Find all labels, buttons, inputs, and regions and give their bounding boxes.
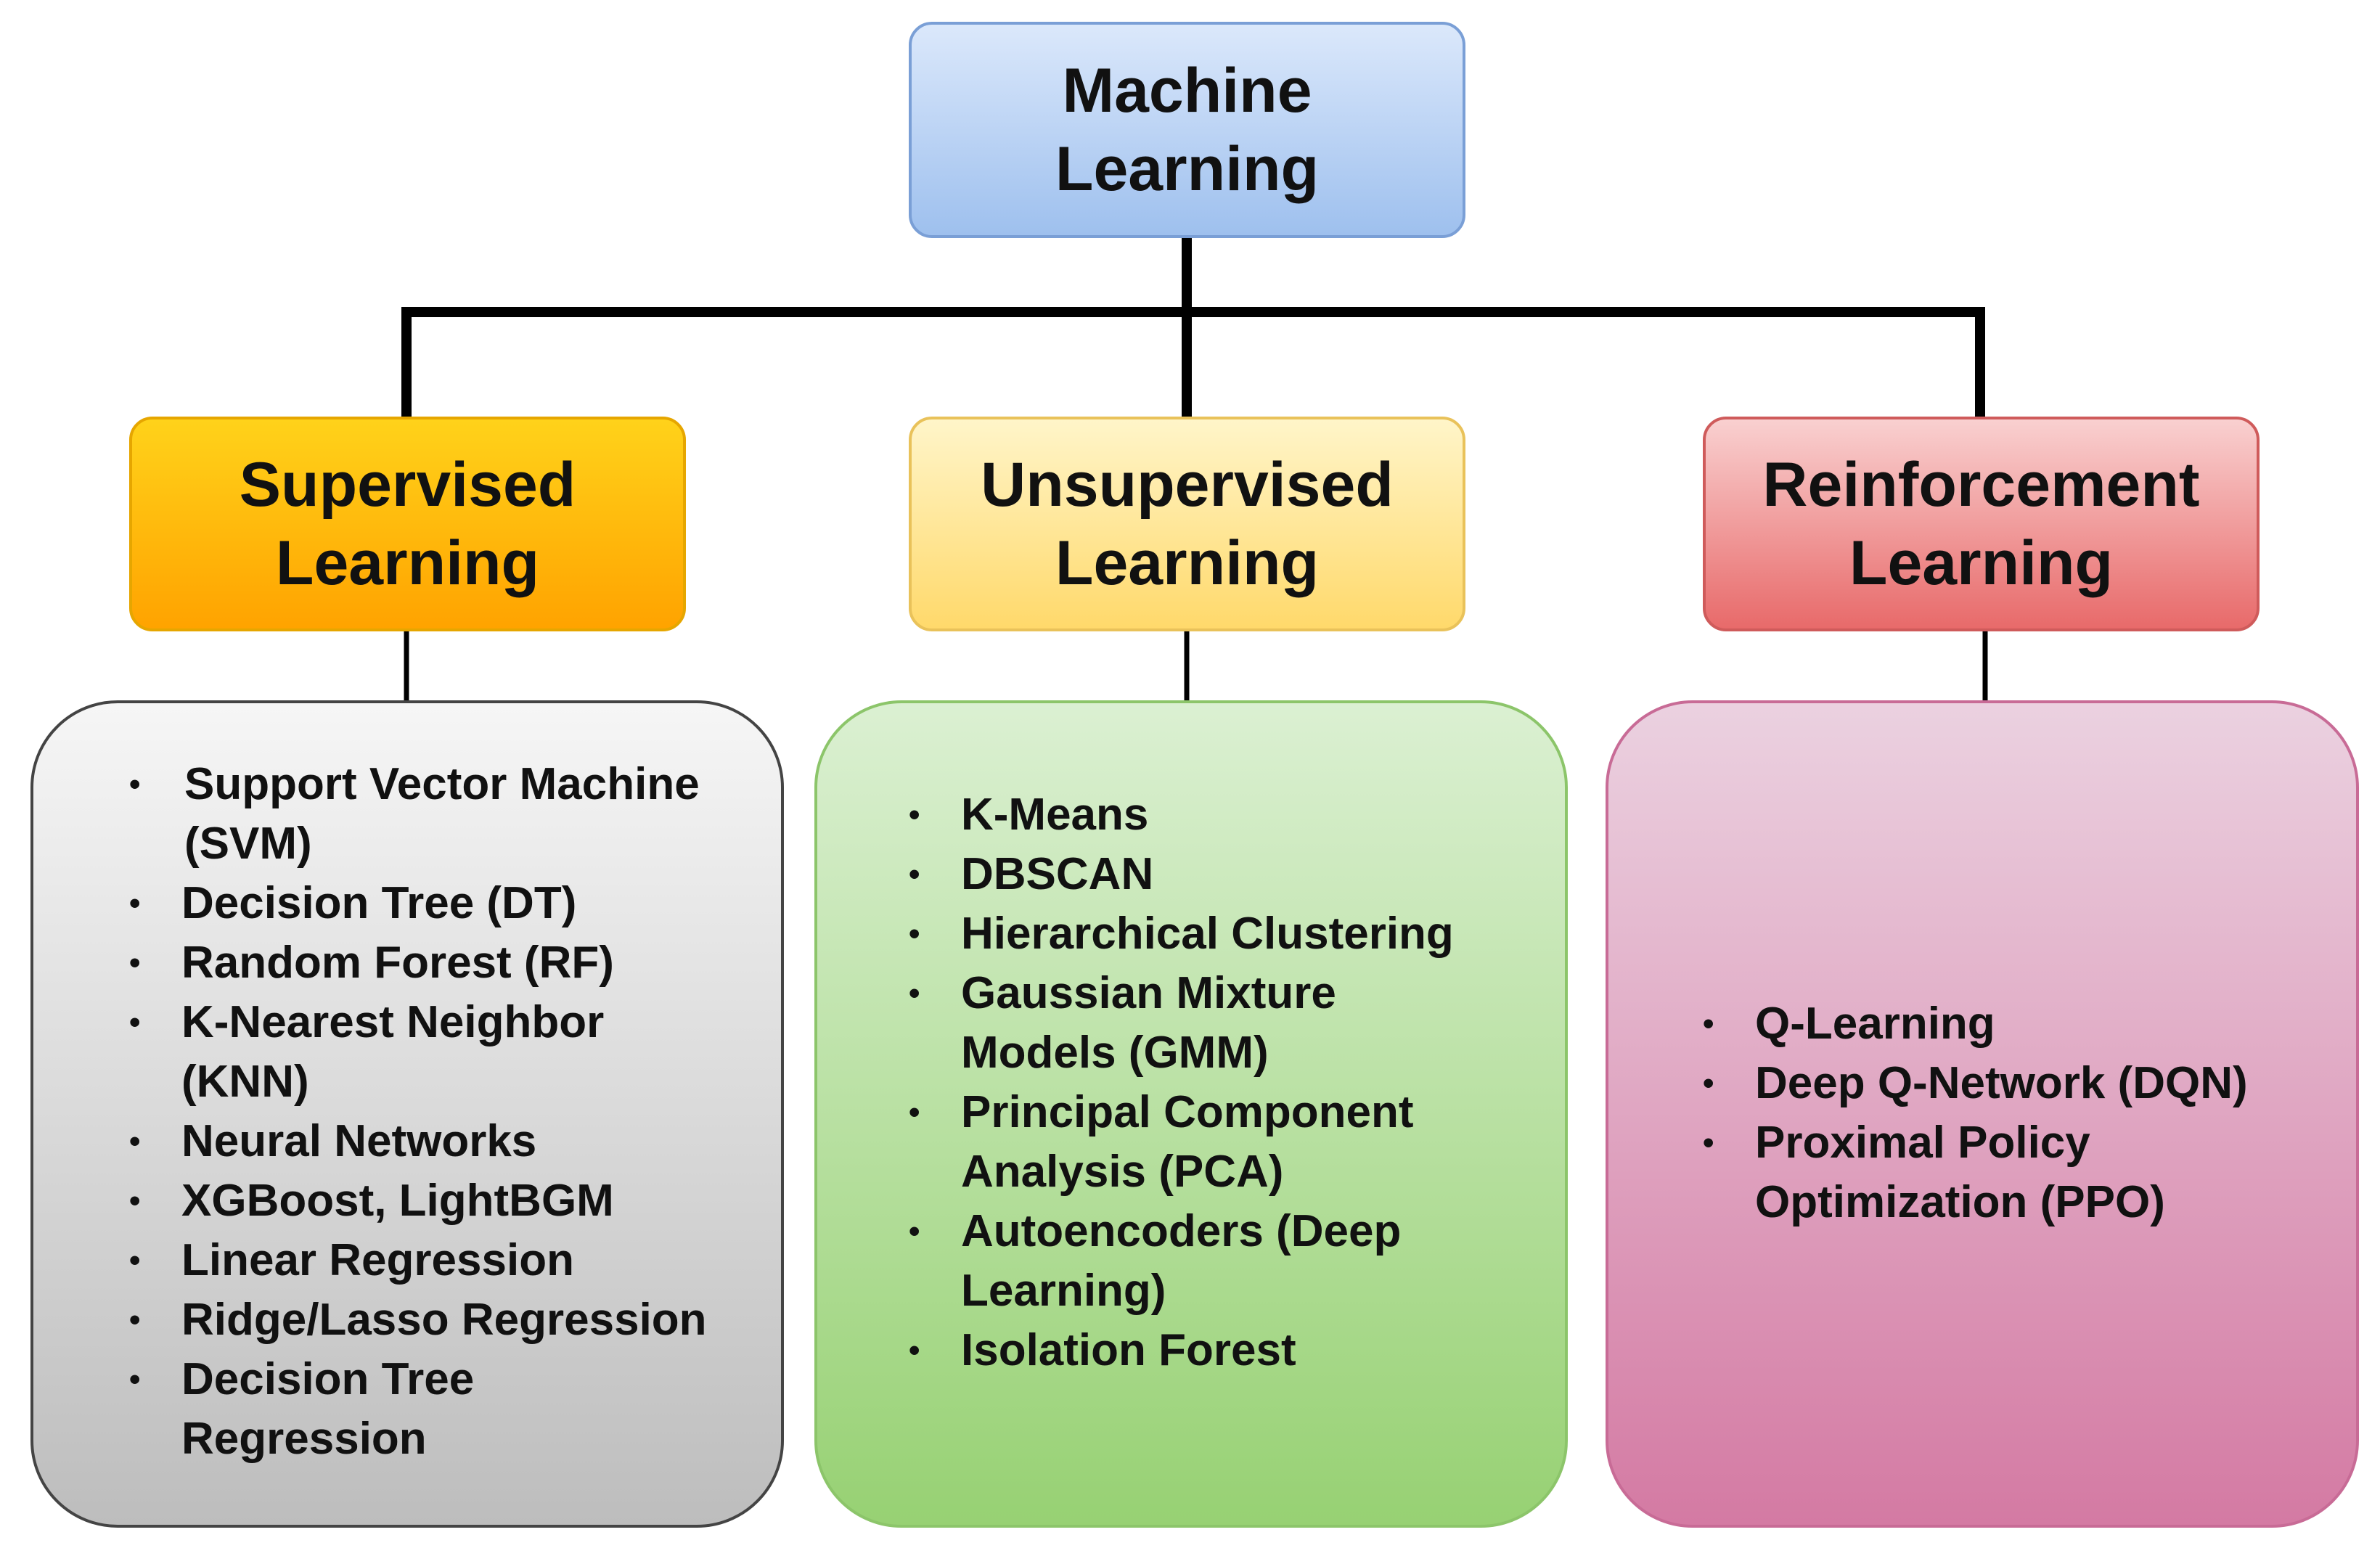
bullet-icon: • — [909, 1332, 920, 1368]
list-item: • K-Nearest Neighbor (KNN) — [129, 993, 782, 1112]
list-item-text: Support Vector Machine — [184, 759, 700, 809]
list-item-text: Deep Q-Network (DQN) — [1755, 1058, 2248, 1108]
category-title-line1: Reinforcement — [1762, 450, 2200, 520]
list-reinforcement-algorithms: • Q-Learning • Deep Q-Network (DQN) • Proxima… — [1703, 994, 2356, 1232]
bullet-icon: • — [909, 856, 920, 892]
panel-supervised-algorithms — [30, 700, 784, 1528]
panel-unsupervised-algorithms — [814, 700, 1568, 1528]
list-item-text-continued: Models (GMM) — [961, 1028, 1269, 1078]
bullet-icon: • — [909, 1094, 920, 1130]
list-item: • Isolation Forest — [909, 1321, 1562, 1380]
list-item: • Neural Networks — [129, 1112, 782, 1171]
list-item-text: Principal Component — [961, 1087, 1414, 1137]
bullet-icon: • — [129, 1123, 141, 1159]
list-item-text-continued: Learning) — [961, 1266, 1166, 1316]
list-item-text: Autoencoders (Deep — [961, 1206, 1402, 1256]
list-item: • K-Means — [909, 785, 1562, 845]
category-node-reinforcement: Reinforcement Learning — [1703, 417, 2260, 631]
list-item-text: Random Forest (RF) — [181, 938, 614, 988]
list-item-text: Proximal Policy — [1755, 1118, 2090, 1168]
list-item-text: Ridge/Lasso Regression — [181, 1295, 707, 1345]
category-title-line2: Learning — [1055, 528, 1320, 598]
list-item-text-continued: Regression — [181, 1414, 427, 1464]
category-title-line1: Supervised — [239, 450, 576, 520]
category-title-line1: Unsupervised — [981, 450, 1394, 520]
list-item-text: Gaussian Mixture — [961, 968, 1336, 1018]
list-item: • Support Vector Machine (SVM) — [129, 755, 782, 874]
list-supervised-algorithms: • Support Vector Machine (SVM) • Decision Tr… — [129, 755, 782, 1469]
bullet-icon: • — [129, 945, 141, 980]
list-item-text: Isolation Forest — [961, 1325, 1296, 1375]
list-item-text-continued: (SVM) — [184, 819, 312, 869]
list-item: • Q-Learning — [1703, 994, 2356, 1054]
list-item-text-continued: (KNN) — [181, 1057, 309, 1107]
list-item: • Decision Tree (DT) — [129, 874, 782, 933]
bullet-icon: • — [129, 885, 141, 921]
list-item-text-continued: Analysis (PCA) — [961, 1147, 1284, 1197]
list-item-text: DBSCAN — [961, 849, 1154, 899]
list-item-text: Linear Regression — [181, 1235, 574, 1285]
bullet-icon: • — [129, 1302, 141, 1338]
list-item-text: XGBoost, LightBGM — [181, 1176, 614, 1226]
panel-reinforcement-algorithms — [1606, 700, 2359, 1528]
list-item: • DBSCAN — [909, 845, 1562, 904]
bullet-icon: • — [129, 1183, 141, 1219]
bullet-icon: • — [909, 797, 920, 832]
list-item: • Random Forest (RF) — [129, 933, 782, 993]
category-node-supervised: Supervised Learning — [129, 417, 686, 631]
bullet-icon: • — [129, 766, 141, 802]
list-item: • Ridge/Lasso Regression — [129, 1290, 782, 1350]
bullet-icon: • — [1703, 1125, 1714, 1160]
root-title-line1: Machine — [1062, 56, 1312, 126]
bullet-icon: • — [1703, 1065, 1714, 1101]
list-unsupervised-algorithms: •K-Means•DBSCAN•Hierarchical Clustering•… — [909, 785, 1562, 1380]
bullet-icon: • — [909, 916, 920, 951]
bullet-icon: • — [129, 1361, 141, 1397]
list-item-text: K-Nearest Neighbor — [181, 997, 605, 1047]
category-node-unsupervised: Unsupervised Learning — [909, 417, 1465, 631]
root-title-line2: Learning — [1055, 134, 1320, 204]
bullet-icon: • — [129, 1004, 141, 1040]
root-node-machine-learning: Machine Learning — [909, 22, 1465, 238]
list-item: • Hierarchical Clustering — [909, 904, 1562, 964]
list-item-text: K-Means — [961, 790, 1149, 840]
category-title-line2: Learning — [275, 528, 540, 598]
list-item-text-continued: Optimization (PPO) — [1755, 1177, 2165, 1227]
bullet-icon: • — [129, 1242, 141, 1278]
list-item: • Deep Q-Network (DQN) — [1703, 1054, 2356, 1113]
list-item-text: Neural Networks — [181, 1116, 537, 1166]
bullet-icon: • — [1703, 1006, 1714, 1041]
list-item: • XGBoost, LightBGM — [129, 1171, 782, 1231]
list-item-text: Decision Tree — [181, 1354, 475, 1404]
bullet-icon: • — [909, 1213, 920, 1249]
list-item-text: Hierarchical Clustering — [961, 909, 1454, 959]
list-item-text: Q-Learning — [1755, 999, 1995, 1049]
list-item: • Linear Regression — [129, 1231, 782, 1290]
category-title-line2: Learning — [1849, 528, 2114, 598]
list-item-text: Decision Tree (DT) — [181, 878, 577, 928]
bullet-icon: • — [909, 975, 920, 1011]
